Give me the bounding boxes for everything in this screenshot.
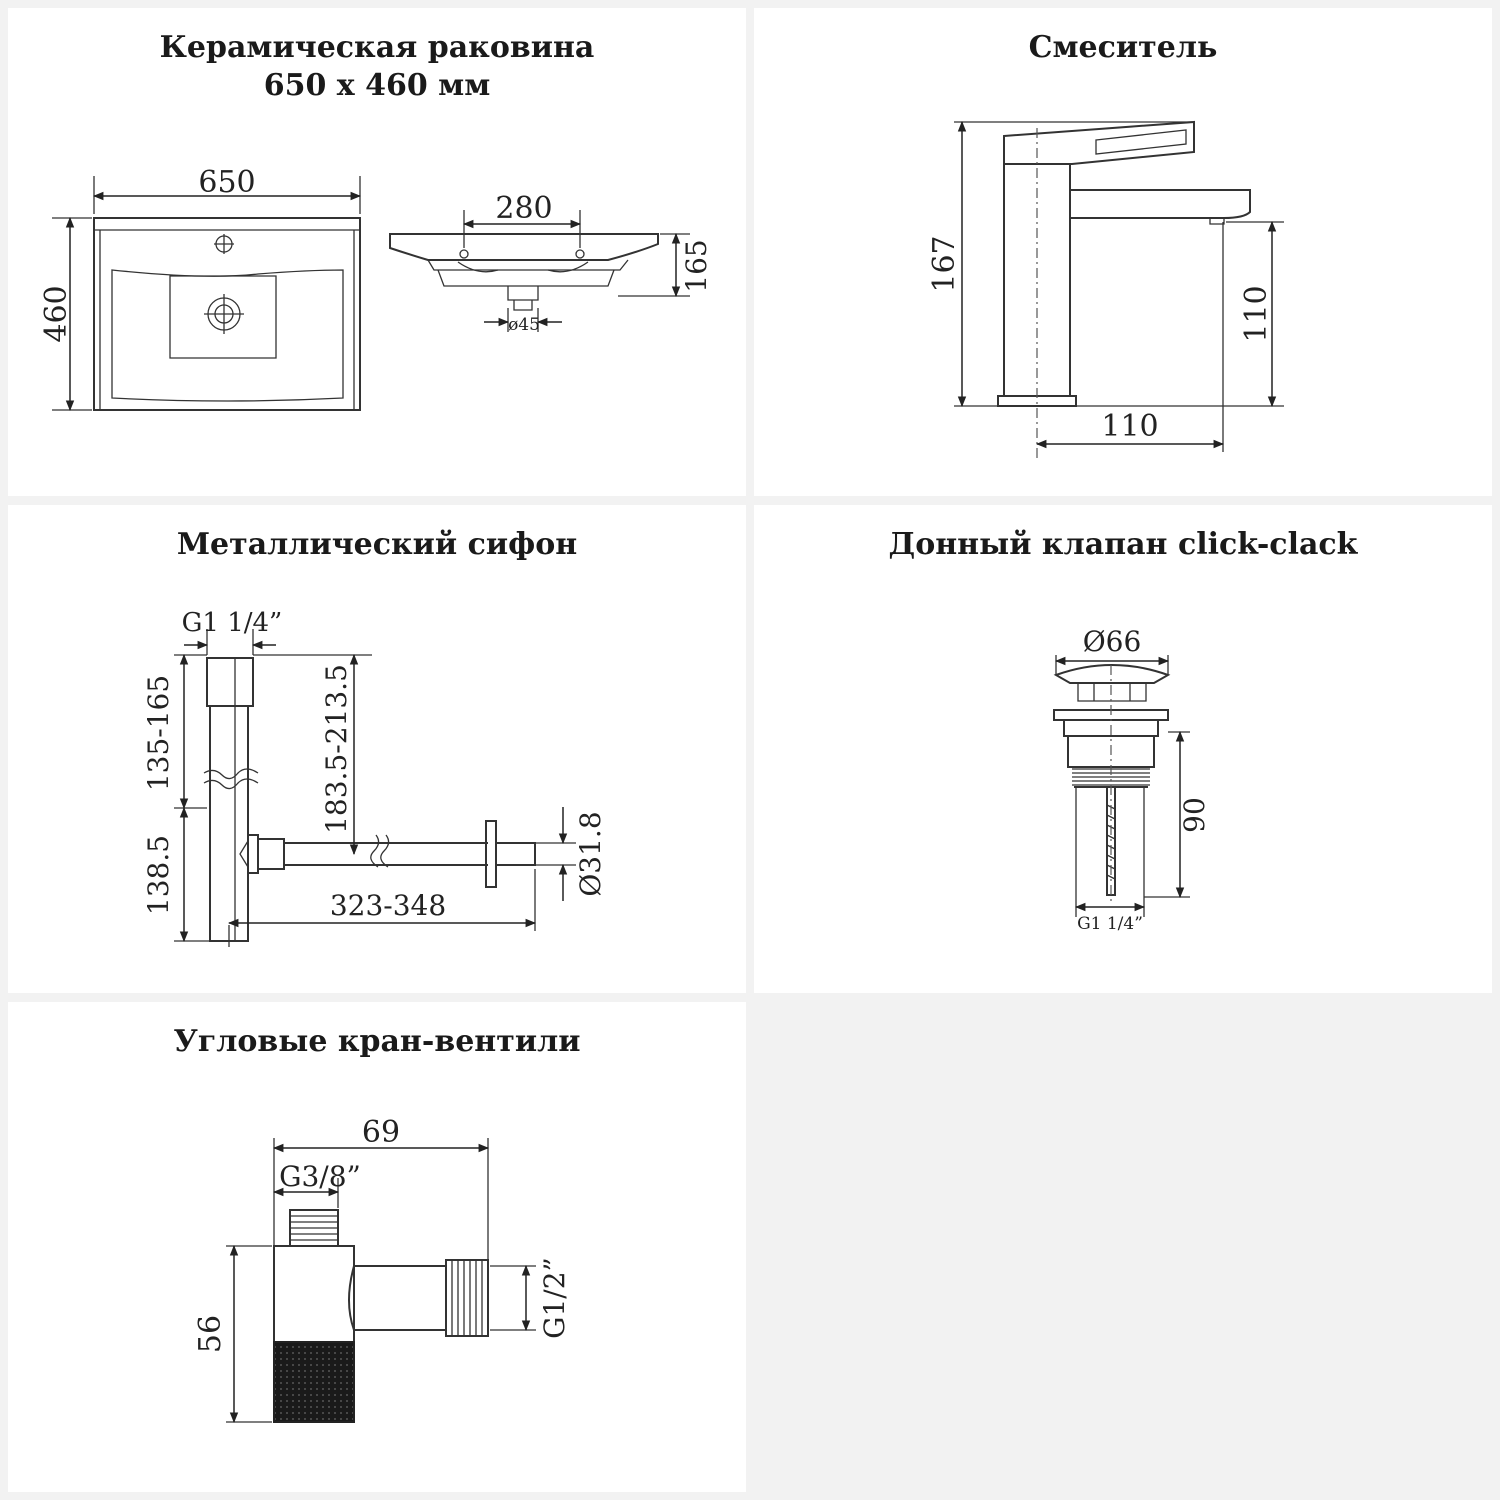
siphon-outlet-pipe — [284, 842, 488, 866]
angle-valve-drawing: 69 G3/8” 56 G1/2” — [193, 1115, 571, 1424]
mixer-body — [1003, 163, 1071, 397]
sink-side-outline — [389, 233, 659, 261]
siphon-break-mark — [203, 768, 259, 790]
sink-width-label: 650 — [198, 165, 255, 200]
siphon-diameter-label: Ø31.8 — [574, 811, 607, 896]
siphon-flange — [485, 820, 497, 888]
sink-drain-label: ø45 — [508, 315, 540, 335]
valve-thread-label: G1 1/4” — [1077, 914, 1143, 934]
mixer-lever — [1003, 120, 1195, 165]
angle-valve-outlet — [348, 1265, 447, 1331]
angle-valve-panel: Угловые кран-вентили 69 G3/8” — [8, 1002, 746, 1492]
sink-top-outline — [93, 217, 361, 411]
mixer-spout — [1070, 189, 1251, 219]
mixer-reach-label: 110 — [1101, 409, 1158, 444]
sink-title-line2: 650 х 460 мм — [263, 68, 491, 103]
sink-depth-label: 460 — [39, 285, 74, 342]
siphon-lower-label: 138.5 — [142, 835, 175, 915]
siphon-upper-label: 135-165 — [142, 675, 175, 791]
mixer-drawing: 167 110 110 — [927, 120, 1284, 458]
siphon-panel: Металлический сифон G1 1/4” 135-165 1 — [8, 505, 746, 993]
sink-title-line1: Керамическая раковина — [159, 30, 595, 65]
angle-valve-outlet-label: G1/2” — [538, 1257, 571, 1339]
mixer-spout-height-label: 110 — [1239, 285, 1274, 342]
sink-basin — [111, 269, 344, 402]
siphon-thread-label: G1 1/4” — [182, 608, 283, 638]
valve-drawing: Ø66 90 G1 1/4” — [1053, 625, 1211, 934]
sink-panel: Керамическая раковина 650 х 460 мм 650 4… — [8, 8, 746, 496]
siphon-drawing: G1 1/4” 135-165 138.5 183.5-213.5 323-34… — [142, 608, 607, 947]
angle-valve-outlet-thread — [445, 1259, 489, 1337]
siphon-length-label: 323-348 — [330, 889, 446, 922]
valve-height-label: 90 — [1178, 797, 1211, 833]
mixer-title: Смеситель — [1028, 30, 1218, 65]
angle-valve-handle — [273, 1341, 355, 1423]
mixer-height-label: 167 — [927, 235, 962, 292]
angle-valve-width-label: 69 — [362, 1115, 400, 1150]
sink-hole-spacing-label: 280 — [495, 191, 552, 226]
angle-valve-title: Угловые кран-вентили — [173, 1024, 581, 1059]
angle-valve-height-label: 56 — [193, 1315, 228, 1353]
sink-drawing: 650 460 280 165 ø45 — [39, 165, 713, 412]
valve-panel: Донный клапан click-clack Ø66 90 — [754, 505, 1492, 993]
siphon-title: Металлический сифон — [176, 527, 578, 562]
sink-title: Керамическая раковина 650 х 460 мм — [8, 29, 746, 105]
valve-title: Донный клапан click-clack — [888, 527, 1358, 562]
angle-valve-inlet-label: G3/8” — [279, 1160, 361, 1193]
valve-cap — [1053, 664, 1171, 684]
sink-height-label: 165 — [680, 239, 713, 292]
siphon-top-nut — [206, 657, 254, 707]
siphon-total-label: 183.5-213.5 — [320, 664, 353, 834]
valve-cap-label: Ø66 — [1083, 625, 1142, 658]
mixer-panel: Смеситель 167 110 110 — [754, 8, 1492, 496]
